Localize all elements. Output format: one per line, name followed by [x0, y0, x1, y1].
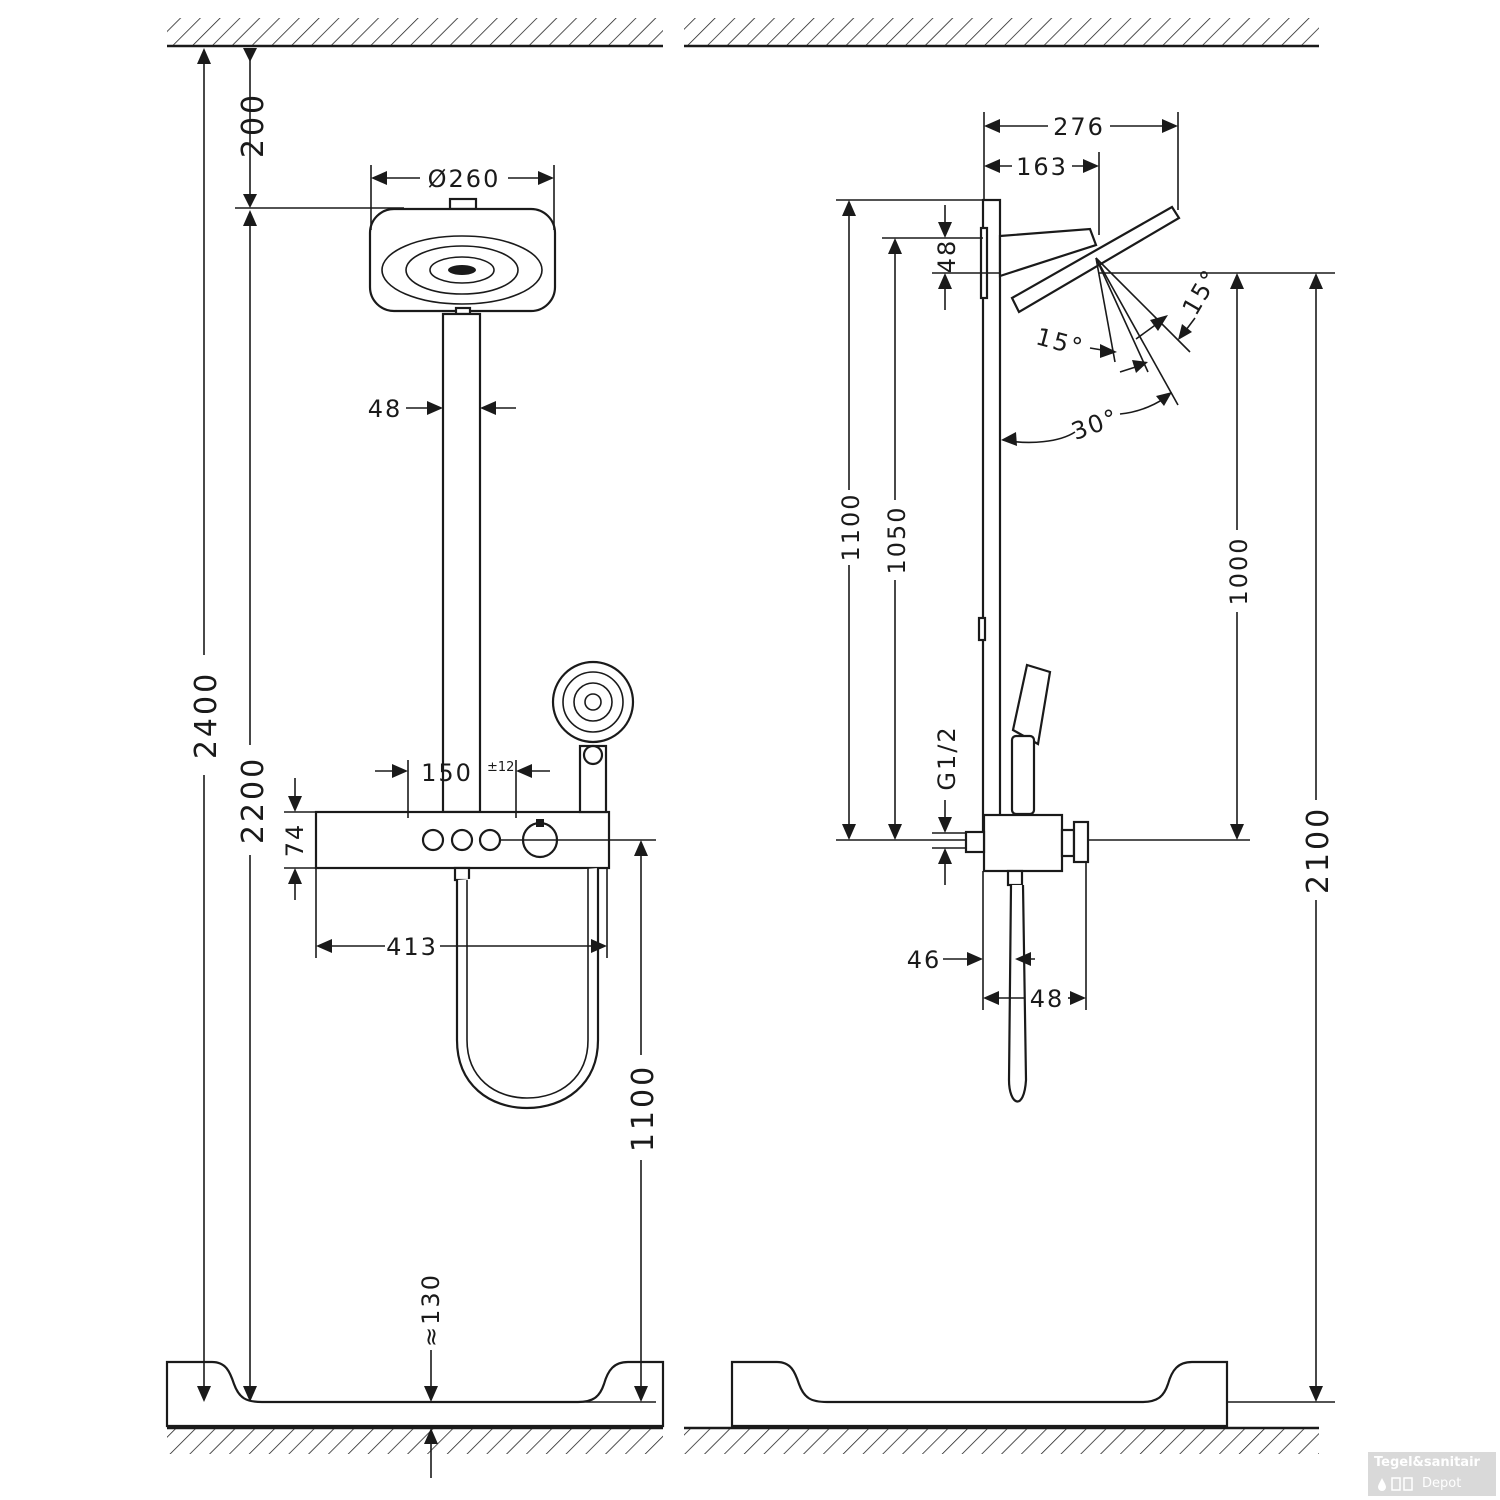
- label-pipe-width: 48: [368, 395, 403, 423]
- label-ceiling-gap: 200: [236, 92, 271, 158]
- label-thermostat-height: 74: [281, 823, 309, 858]
- shower-head-front: [368, 197, 557, 316]
- thermostat-front: [314, 810, 611, 882]
- floor-left: [167, 1426, 663, 1454]
- shower-pipe-front: [441, 312, 482, 814]
- label-floor-2100: 2100: [1301, 806, 1336, 894]
- dimension-lines-front: [197, 48, 656, 1478]
- hand-shower-front: [551, 660, 635, 814]
- label-arm-depth: 163: [1016, 153, 1068, 181]
- label-thermo-depth: 48: [1030, 985, 1065, 1013]
- label-total-height: 2400: [189, 671, 224, 759]
- label-thermostat-width: 413: [386, 933, 438, 961]
- shower-tray-left: [165, 1360, 665, 1428]
- label-angle-total: 30°: [1068, 403, 1123, 446]
- floor-right: [684, 1426, 1319, 1454]
- dimension-lines-side: [836, 112, 1335, 1403]
- label-thermostat-mount: 1100: [626, 1064, 661, 1152]
- label-thread: G1/2: [933, 725, 961, 790]
- label-head-height: 2200: [236, 756, 271, 844]
- hose-front: [455, 868, 600, 1110]
- label-wall-offset: 46: [907, 946, 942, 974]
- watermark-logo: Tegel&sanitair Depot: [1368, 1452, 1496, 1496]
- label-head-diameter: Ø260: [428, 165, 501, 193]
- label-rail-1100: 1100: [837, 492, 865, 561]
- label-floor-offset: ≈130: [417, 1273, 445, 1347]
- ceiling-left: [167, 18, 663, 48]
- label-spacing-tolerance: ±12: [487, 760, 514, 775]
- rail-side: [977, 198, 1002, 842]
- label-head-1000: 1000: [1225, 536, 1253, 605]
- hand-shower-side: [1010, 663, 1052, 816]
- watermark-line2: Depot: [1422, 1476, 1462, 1491]
- thermostat-side: [964, 813, 1090, 887]
- label-spacing: 150: [421, 759, 473, 787]
- hose-front-inner: [466, 868, 589, 1099]
- ceiling-right: [684, 18, 1319, 48]
- label-rail-1050: 1050: [883, 505, 911, 574]
- droplet-icon: [1378, 1477, 1413, 1491]
- label-head-depth: 276: [1053, 113, 1105, 141]
- hose-side: [1007, 884, 1028, 1103]
- label-head-pivot: 48: [933, 239, 961, 274]
- shower-arm-side: [998, 227, 1098, 278]
- shower-tray-right: [730, 1360, 1229, 1428]
- watermark-line1: Tegel&sanitair: [1374, 1455, 1480, 1470]
- label-angle-lower: 15°: [1033, 322, 1087, 362]
